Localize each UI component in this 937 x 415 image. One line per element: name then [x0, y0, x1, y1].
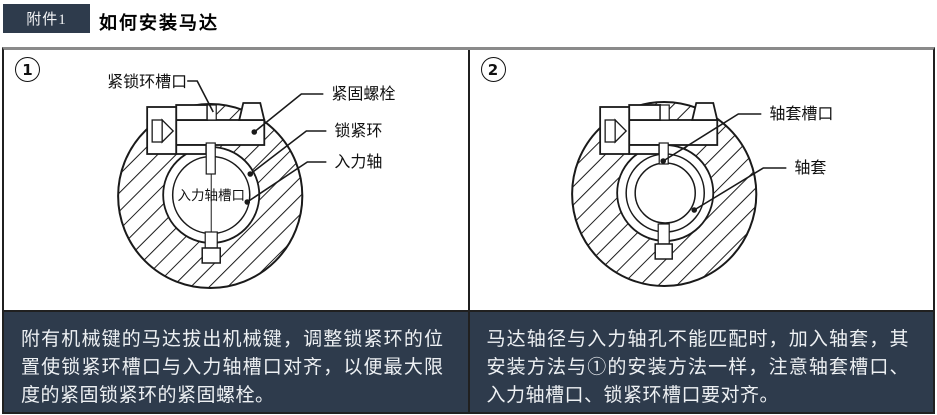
step-1-description: 附有机械键的马达拔出机械键，调整锁紧环的位置使锁紧环槽口与入力轴槽口对齐，以便最… — [4, 310, 468, 412]
step-number-badge: 2 — [480, 57, 506, 82]
diagram-step-2: 2 — [469, 50, 933, 310]
motor-cross-section-drawing-1: 紧锁环槽口 紧固螺栓 锁紧环 入力轴 入力轴槽口 — [107, 73, 395, 289]
motor-cross-section-drawing-2: 轴套槽口 轴套 — [570, 101, 833, 287]
diagram-step-1: 1 — [4, 50, 468, 310]
lock-ring-slot-notch — [206, 104, 217, 121]
bottom-key-neck — [204, 231, 218, 249]
shaft-bore-outline — [633, 162, 696, 224]
label-sleeve-slot: 轴套槽口 — [769, 105, 833, 123]
bottom-key-neck — [657, 223, 670, 245]
clamp-top-block — [175, 104, 209, 121]
leader-lock-ring-slot — [187, 80, 214, 113]
attachment-badge: 附件1 — [3, 4, 90, 33]
page-title: 如何安装马达 — [99, 13, 219, 33]
bolt-socket-point — [161, 118, 175, 144]
label-sleeve: 轴套 — [794, 159, 826, 177]
label-input-shaft: 入力轴 — [334, 153, 382, 171]
clamp-top-wedge — [690, 102, 718, 121]
panel-step-1: 1 — [4, 50, 468, 412]
bottom-key-block — [201, 247, 221, 264]
bolt-socket-point — [614, 118, 627, 144]
label-clamp-bolt: 紧固螺栓 — [331, 85, 395, 103]
label-lock-ring: 锁紧环 — [334, 122, 382, 140]
lock-ring-slot-notch — [659, 104, 670, 121]
leader-lock-ring — [249, 130, 327, 175]
label-lock-ring-slot: 紧锁环槽口 — [107, 73, 187, 91]
clamp-top-block — [627, 104, 661, 121]
bolt-socket — [151, 119, 163, 143]
leader-sleeve-slot — [662, 113, 761, 162]
shaft-keyway-slot — [205, 142, 216, 175]
leader-clamp-bolt — [253, 93, 324, 133]
content-frame: 1 — [2, 47, 935, 414]
leader-input-shaft — [246, 161, 327, 203]
bolt-socket — [603, 119, 616, 143]
leader-sleeve — [693, 167, 786, 211]
panel-step-2: 2 — [467, 50, 933, 412]
clamp-top-wedge — [238, 102, 266, 121]
bottom-key-block — [653, 243, 673, 260]
step-number-badge: 1 — [15, 57, 40, 82]
clamp-bottom-block — [627, 144, 660, 155]
clamp-shaft — [175, 119, 266, 146]
clamp-bottom-block — [175, 144, 208, 155]
step-2-description: 马达轴径与入力轴孔不能匹配时，加入轴套，其安装方法与①的安装方法一样，注意轴套槽… — [469, 310, 933, 412]
label-input-shaft-slot: 入力轴槽口 — [177, 188, 245, 203]
clamp-shaft — [627, 119, 718, 146]
sleeve-slot-notch — [658, 142, 669, 165]
